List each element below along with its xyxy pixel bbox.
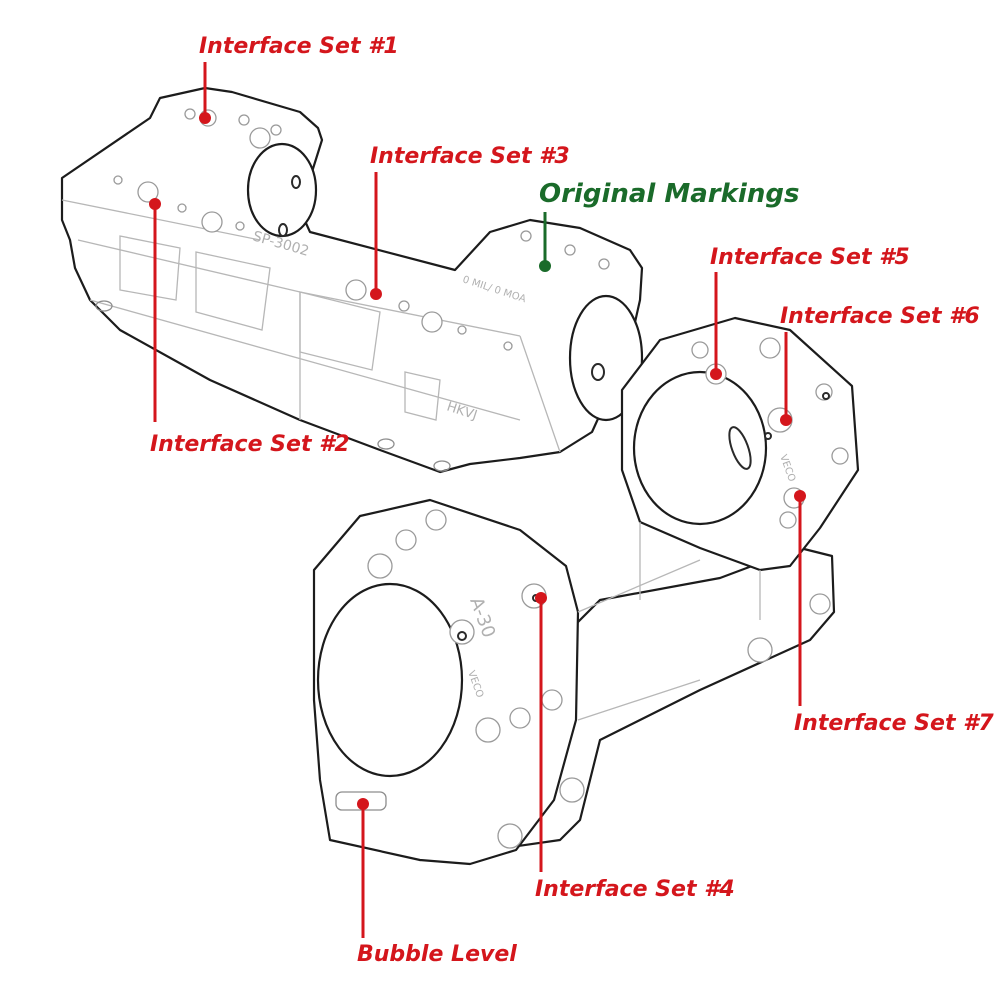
marker-interface-set-7 — [794, 490, 806, 502]
marker-original-markings — [539, 260, 551, 272]
bottom-mount-rail-bolts — [497, 593, 831, 849]
label-interface-set-5: Interface Set #5 — [710, 245, 910, 270]
top-mount-cross-hole-rear — [291, 175, 301, 189]
marker-interface-set-3 — [370, 288, 382, 300]
top-mount-cross-hole-front — [591, 363, 605, 381]
label-original-markings: Original Markings — [539, 179, 800, 209]
bottom-mount-right-bore — [632, 370, 768, 526]
bottom-mount-detail-lines — [577, 522, 761, 721]
bottom-scope-mount: A-30 VECO VECO — [312, 316, 860, 866]
label-interface-set-3: Interface Set #3 — [370, 144, 570, 169]
top-mount-cross-hole-mid — [278, 223, 288, 237]
top-mount-bottom-bolts — [95, 300, 451, 472]
marker-interface-set-6 — [780, 414, 792, 426]
bubble-level-window — [335, 791, 387, 811]
top-mount-side-slots — [119, 235, 441, 421]
marker-bubble-level — [357, 798, 369, 810]
label-interface-set-2: Interface Set #2 — [150, 432, 350, 457]
marker-interface-set-2 — [149, 198, 161, 210]
label-bubble-level: Bubble Level — [357, 942, 517, 967]
marker-interface-set-4 — [535, 592, 547, 604]
callout-leaders — [149, 62, 806, 938]
top-scope-mount: SP-3002 0 MIL/ 0 MOA HKVJ — [60, 86, 644, 474]
marker-interface-set-1 — [199, 112, 211, 124]
bottom-mount-right-slot — [728, 426, 752, 470]
bottom-mount-left-bore — [316, 582, 464, 778]
label-interface-set-6: Interface Set #6 — [780, 304, 980, 329]
label-interface-set-7: Interface Set #7 — [794, 711, 994, 736]
label-interface-set-1: Interface Set #1 — [199, 34, 399, 59]
top-mount-rear-bore — [246, 142, 318, 238]
marker-interface-set-5 — [710, 368, 722, 380]
label-interface-set-4: Interface Set #4 — [535, 877, 735, 902]
top-mount-body — [60, 86, 644, 474]
